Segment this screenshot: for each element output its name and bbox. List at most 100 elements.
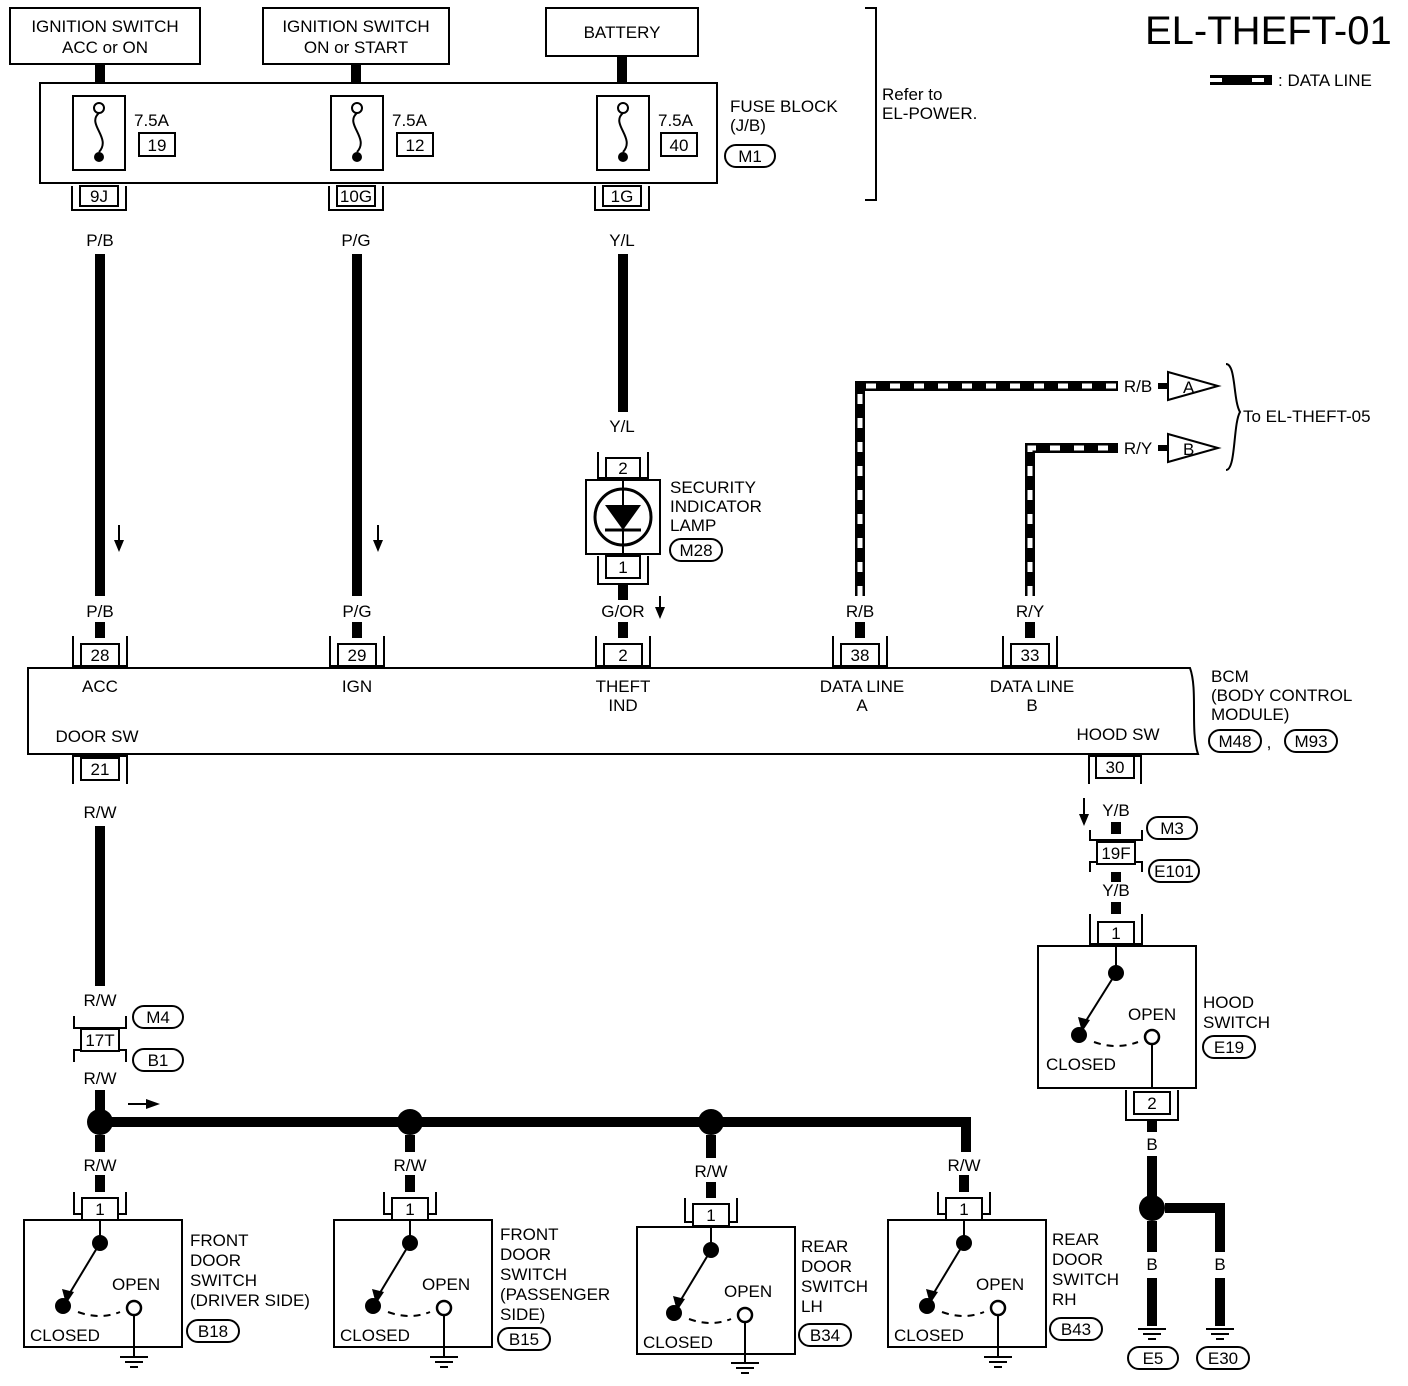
door2-name-1: FRONT <box>500 1225 559 1244</box>
wire-rw-1: R/W <box>83 803 116 822</box>
junction-m3: M3 <box>1160 819 1184 838</box>
fuse-block-connector: M1 <box>738 147 762 166</box>
data-line-legend: : DATA LINE <box>1210 71 1372 90</box>
door1-pin: 1 <box>95 1200 104 1219</box>
wire-rw-3: R/W <box>83 1069 116 1088</box>
door-switch-rear-rh: R/W 1 OPEN CLOSED REAR DOOR SWITCH RH B4… <box>887 1156 1119 1368</box>
door4-pin: 1 <box>959 1200 968 1219</box>
wire-rw-door1: R/W <box>83 1156 116 1175</box>
door3-open: OPEN <box>724 1282 772 1301</box>
bcm-name-3: MODULE) <box>1211 705 1289 724</box>
wire-rw-door3: R/W <box>694 1162 727 1181</box>
door1-name-4: (DRIVER SIDE) <box>190 1291 310 1310</box>
bcm-name-1: BCM <box>1211 667 1249 686</box>
wire-yb-1: Y/B <box>1102 801 1129 820</box>
door4-connector: B43 <box>1061 1320 1091 1339</box>
wire-gor-bcm: G/OR <box>601 602 644 621</box>
wire-b-1: B <box>1146 1135 1157 1154</box>
door3-closed: CLOSED <box>643 1333 713 1352</box>
junction-m4: M4 <box>146 1008 170 1027</box>
door3-connector: B34 <box>810 1326 840 1345</box>
bcm-theft-label-2: IND <box>608 696 637 715</box>
bcm-pin-2: 2 <box>595 636 651 667</box>
bcm-data-b-label-2: B <box>1026 696 1037 715</box>
door1-name-2: DOOR <box>190 1251 241 1270</box>
refer-line2: EL-POWER. <box>882 104 977 123</box>
bcm-name-2: (BODY CONTROL <box>1211 686 1352 705</box>
bcm-pin-21: 21 <box>72 755 128 784</box>
fuse-block: 7.5A 19 7.5A 12 7.5A 40 <box>39 82 718 184</box>
security-indicator-lamp: 2 1 <box>585 452 661 585</box>
door-switch-rear-lh: R/W 1 OPEN CLOSED REAR DOOR SWITCH LH B3… <box>636 1162 868 1374</box>
door2-name-3: SWITCH <box>500 1265 567 1284</box>
wire-yb-2: Y/B <box>1102 881 1129 900</box>
bcm-pin-33: 33 <box>1002 636 1058 667</box>
splice-ground <box>1139 1195 1165 1221</box>
data-line-b <box>1025 443 1118 596</box>
splice-1 <box>87 1109 113 1135</box>
bcm-module: ACC IGN THEFT IND DATA LINE A DATA LINE … <box>27 667 1200 755</box>
door2-closed: CLOSED <box>340 1326 410 1345</box>
door1-name-3: SWITCH <box>190 1271 257 1290</box>
ref-b-label: B <box>1183 440 1194 459</box>
door3-name-4: LH <box>801 1297 823 1316</box>
terminal-10g-label: 10G <box>340 187 372 206</box>
splice-3 <box>698 1109 724 1135</box>
bcm-pin-21-label: 21 <box>91 760 110 779</box>
hood-name-2: SWITCH <box>1203 1013 1270 1032</box>
lamp-name-1: SECURITY <box>670 478 756 497</box>
terminal-9j: 9J <box>71 185 127 211</box>
junction-19f: 19F <box>1089 830 1143 872</box>
bcm-acc-label: ACC <box>82 677 118 696</box>
wire-b-3: B <box>1214 1255 1225 1274</box>
bcm-data-a-label-1: DATA LINE <box>820 677 904 696</box>
hood-pin-bottom: 2 <box>1147 1094 1156 1113</box>
fuse-19-amps: 7.5A <box>134 111 170 130</box>
bcm-pin-28: 28 <box>72 636 128 667</box>
hood-pin-top: 1 <box>1111 924 1120 943</box>
arrow-down-theft-icon <box>655 596 665 619</box>
ground-e30: E30 <box>1208 1349 1238 1368</box>
bcm-pin-29-label: 29 <box>348 646 367 665</box>
fuse-40-number: 40 <box>670 136 689 155</box>
refer-line1: Refer to <box>882 85 942 104</box>
ignition-switch-start-box: IGNITION SWITCH ON or START <box>262 7 450 65</box>
door1-connector: B18 <box>198 1322 228 1341</box>
door-switch-front-passenger: R/W 1 OPEN CLOSED FRONT DOOR SWITCH (PAS… <box>333 1156 610 1368</box>
wire-pb-bcm: P/B <box>86 602 113 621</box>
ref-flag-b-icon: B <box>1167 432 1222 464</box>
door4-name-3: SWITCH <box>1052 1270 1119 1289</box>
lamp-pin-bottom: 1 <box>618 558 627 577</box>
door1-name-1: FRONT <box>190 1231 249 1250</box>
door3-name-1: REAR <box>801 1237 848 1256</box>
bcm-pin-2-label: 2 <box>618 646 627 665</box>
bcm-pin-30-label: 30 <box>1106 758 1125 777</box>
diagram-title: EL-THEFT-01 <box>1145 9 1392 53</box>
fuse-12-number: 12 <box>406 136 425 155</box>
door2-pin: 1 <box>405 1200 414 1219</box>
bcm-pin-38: 38 <box>832 636 888 667</box>
wire-yl-top: Y/L <box>609 231 635 250</box>
ref-flag-a-icon: A <box>1167 370 1222 402</box>
terminal-9j-label: 9J <box>90 187 108 206</box>
door4-open: OPEN <box>976 1275 1024 1294</box>
hood-name-1: HOOD <box>1203 993 1254 1012</box>
door3-name-2: DOOR <box>801 1257 852 1276</box>
wire-rw-2: R/W <box>83 991 116 1010</box>
bcm-theft-label-1: THEFT <box>596 677 651 696</box>
junction-17t-label: 17T <box>85 1031 114 1050</box>
bcm-pin-29: 29 <box>329 636 385 667</box>
bcm-door-sw-label: DOOR SW <box>55 727 138 746</box>
wire-rw-door2: R/W <box>393 1156 426 1175</box>
battery-box: BATTERY <box>545 7 699 57</box>
bcm-connector-2: M93 <box>1294 732 1327 751</box>
ground-e30-icon <box>1205 1328 1235 1340</box>
wire-pg-bcm: P/G <box>342 602 371 621</box>
wire-pb-top: P/B <box>86 231 113 250</box>
fuse-block-label: FUSE BLOCK <box>730 97 838 116</box>
ground-e5: E5 <box>1143 1349 1164 1368</box>
fuse-12: 7.5A 12 <box>330 95 434 171</box>
door1-closed: CLOSED <box>30 1326 100 1345</box>
bcm-data-b-label-1: DATA LINE <box>990 677 1074 696</box>
